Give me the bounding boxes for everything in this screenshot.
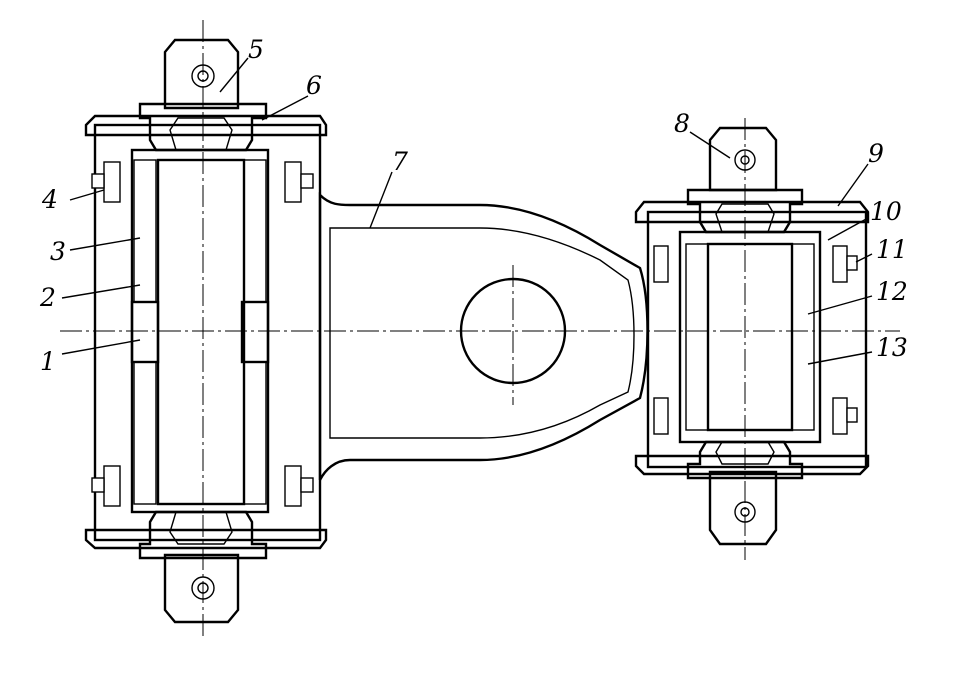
- connecting-arm: [318, 192, 649, 481]
- label-8: 8: [674, 109, 690, 138]
- right-bushing: [634, 126, 870, 546]
- center-lines: [60, 20, 900, 640]
- left-bottom-stud: [163, 553, 240, 624]
- label-5: 5: [248, 35, 264, 64]
- label-13: 13: [876, 333, 908, 362]
- label-4: 4: [41, 185, 58, 214]
- left-top-stud: [163, 38, 240, 110]
- label-10: 10: [870, 197, 902, 226]
- label-12: 12: [876, 277, 908, 306]
- part-labels: 1 2 3 4 5 6 7 8 9 10 11 12 13: [39, 35, 908, 376]
- label-1: 1: [40, 347, 56, 376]
- label-11: 11: [876, 235, 908, 264]
- label-7: 7: [392, 147, 408, 176]
- leader-lines: [61, 57, 873, 365]
- right-bottom-stud: [708, 470, 778, 546]
- label-3: 3: [50, 237, 66, 266]
- label-2: 2: [39, 283, 56, 312]
- label-6: 6: [306, 71, 322, 100]
- right-top-stud: [708, 126, 778, 192]
- label-9: 9: [868, 139, 884, 168]
